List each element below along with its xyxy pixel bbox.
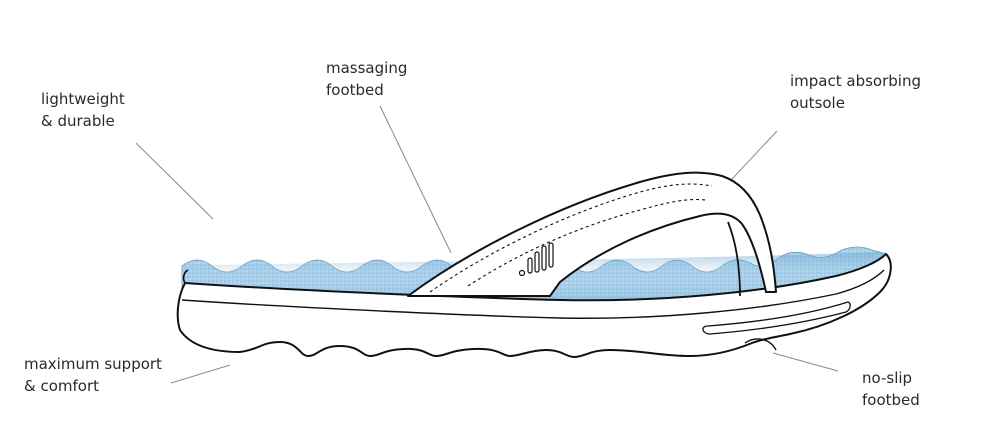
callout-support-line1: maximum support	[24, 355, 162, 373]
leader-support	[170, 364, 231, 384]
callout-lightweight: lightweight & durable	[41, 88, 125, 132]
strap-stitch-2	[467, 198, 707, 287]
sole-midline	[181, 269, 885, 319]
callout-support-line2: & comfort	[24, 377, 100, 395]
callout-noslip: no-slip footbed	[862, 367, 920, 411]
callout-impact-line2: outsole	[790, 94, 845, 112]
leader-massaging	[379, 105, 452, 254]
callout-support: maximum support & comfort	[24, 353, 162, 397]
strap-outer	[407, 171, 777, 297]
leader-lightweight	[135, 142, 214, 220]
callout-noslip-line2: footbed	[862, 391, 920, 409]
callout-massaging-line1: massaging	[326, 59, 408, 77]
strap	[407, 171, 777, 297]
callout-lightweight-line1: lightweight	[41, 90, 125, 108]
leader-lines	[135, 105, 839, 384]
callout-massaging: massaging footbed	[326, 57, 407, 101]
callout-noslip-line1: no-slip	[862, 369, 913, 387]
callout-lightweight-line2: & durable	[41, 112, 115, 130]
outsole	[176, 253, 892, 358]
strap-stitch	[429, 183, 713, 293]
sole-cleats	[744, 338, 777, 351]
callout-impact: impact absorbing outsole	[790, 70, 921, 114]
strap-inner-post	[727, 221, 741, 297]
callout-impact-line1: impact absorbing	[790, 72, 921, 90]
strap-logo	[518, 242, 554, 277]
sole-groove	[702, 301, 851, 335]
leader-noslip	[772, 352, 839, 372]
callout-massaging-line2: footbed	[326, 81, 384, 99]
